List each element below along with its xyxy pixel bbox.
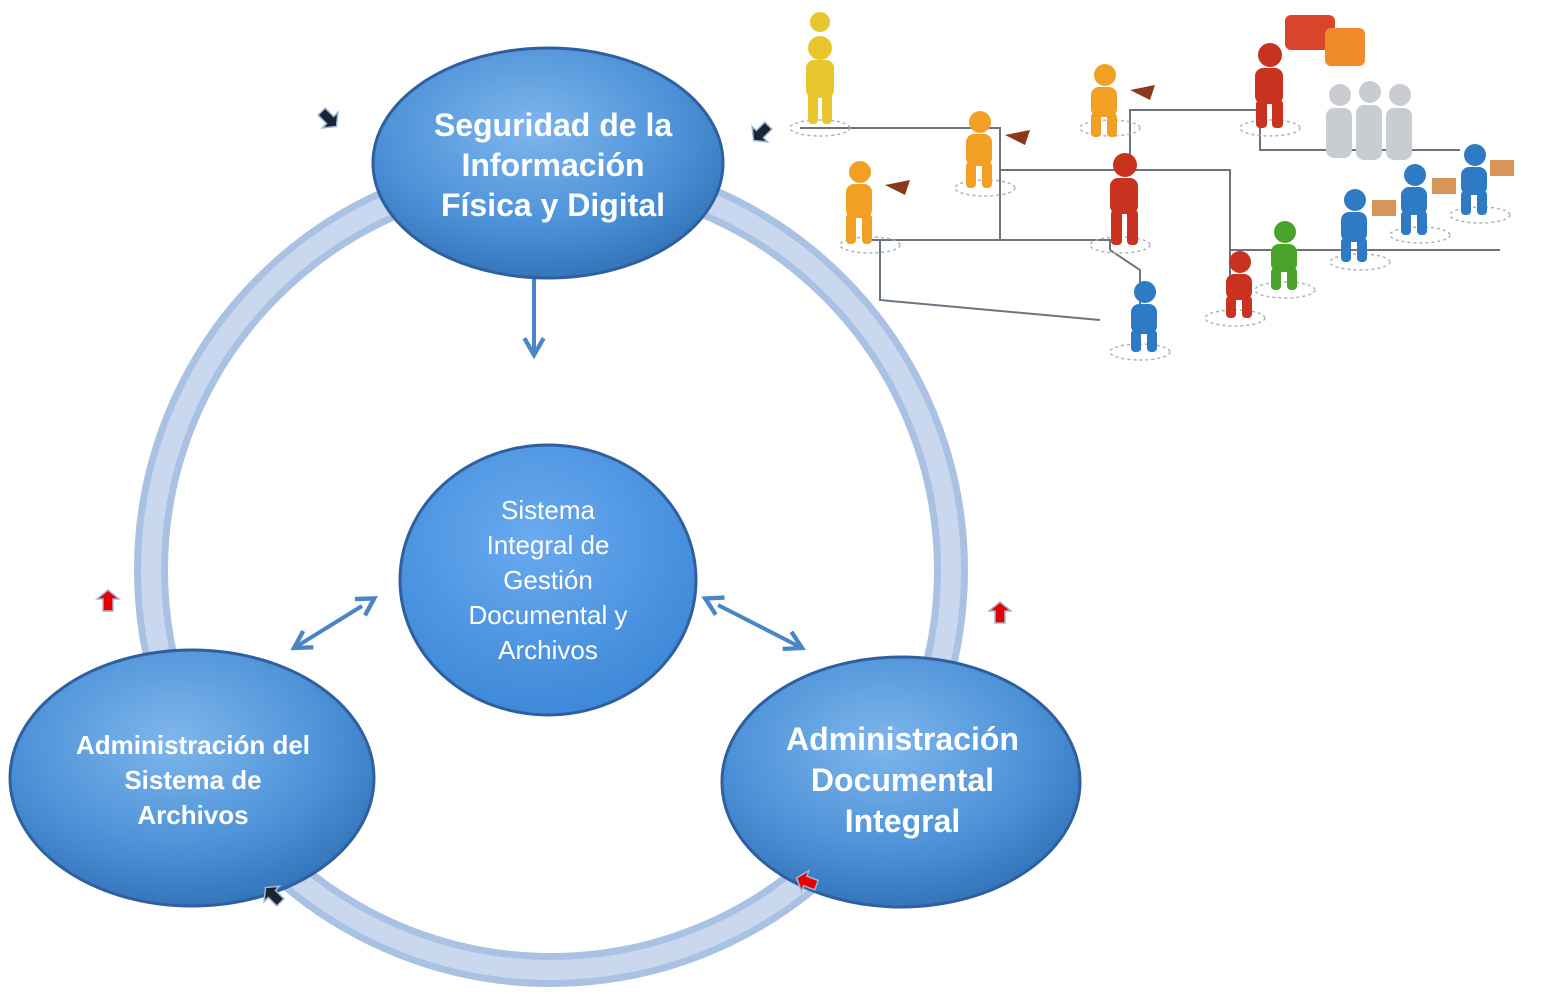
connector-center-left [290, 596, 378, 651]
marker-red-bottom-right [795, 868, 820, 894]
marker-dark-top-right [751, 121, 773, 143]
node-center [398, 443, 698, 717]
node-right [720, 655, 1082, 909]
node-top [371, 46, 725, 280]
marker-red-right [986, 601, 1014, 624]
node-left [8, 648, 376, 908]
marker-dark-bottom-left [263, 885, 285, 907]
marker-dark-top-left [317, 107, 339, 129]
connector-center-right [701, 595, 806, 652]
marker-red-left [94, 589, 122, 612]
organization-chart-people-illustration [789, 12, 1514, 361]
